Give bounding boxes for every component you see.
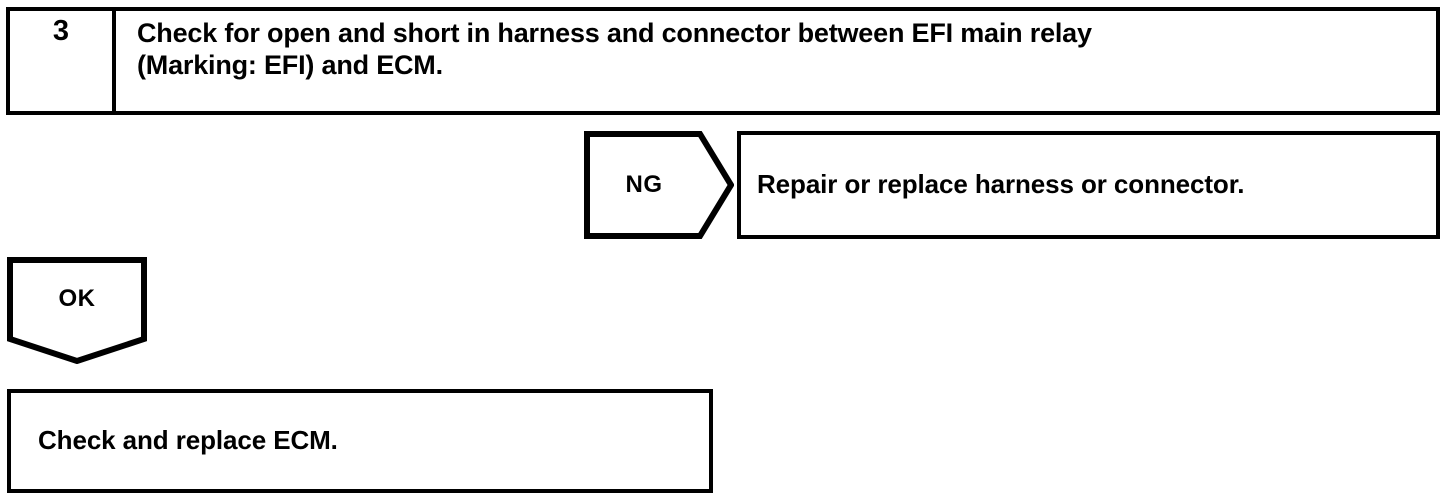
chevron-down-icon — [7, 257, 147, 364]
step-description-cell: Check for open and short in harness and … — [120, 11, 1436, 111]
step-number-cell: 3 — [10, 11, 116, 111]
ng-branch-chevron: NG — [584, 131, 734, 239]
ok-result-box: Check and replace ECM. — [7, 389, 713, 493]
step-description: Check for open and short in harness and … — [137, 18, 1092, 80]
step-number: 3 — [52, 15, 70, 47]
ok-result-text: Check and replace ECM. — [38, 425, 338, 456]
ng-label: NG — [625, 171, 663, 198]
ok-label: OK — [58, 285, 96, 312]
chevron-right-icon — [584, 131, 734, 239]
ok-branch-chevron: OK — [7, 257, 147, 364]
ng-result-box: Repair or replace harness or connector. — [737, 131, 1440, 239]
step-row: 3 Check for open and short in harness an… — [6, 7, 1440, 115]
ng-result-text: Repair or replace harness or connector. — [757, 169, 1245, 200]
